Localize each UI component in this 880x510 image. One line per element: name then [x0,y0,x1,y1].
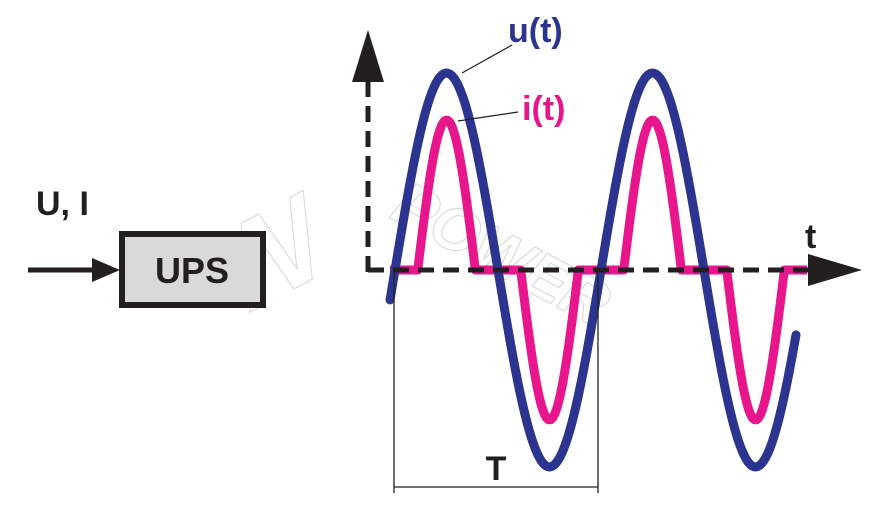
ups-box [119,231,266,308]
time-axis-label: t [805,218,816,256]
input-label: U, I [36,185,89,223]
voltage-waveform [385,68,801,472]
current-leader-line [457,111,519,122]
vertical-axis-arrow-icon [352,30,384,82]
ups-label: UPS [155,250,229,291]
input-arrow-head [92,258,120,282]
time-axis-arrow-icon [808,254,862,286]
voltage-label: u(t) [508,12,563,50]
voltage-leader-line [461,44,513,74]
current-label: i(t) [522,90,565,128]
period-label: T [486,450,507,488]
